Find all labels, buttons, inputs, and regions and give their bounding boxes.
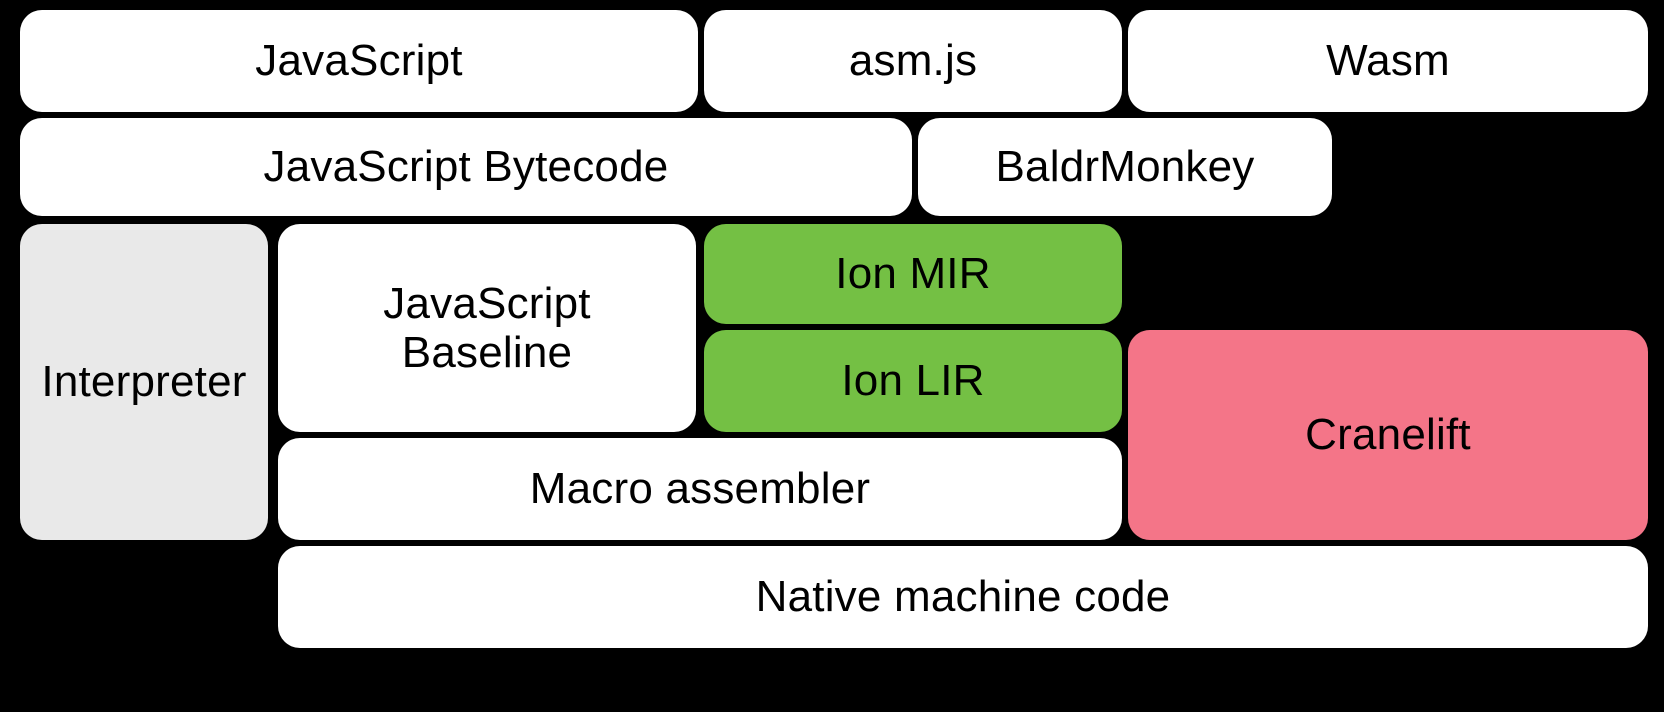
node-native-machine-code: Native machine code: [278, 546, 1648, 648]
node-baldrmonkey: BaldrMonkey: [918, 118, 1332, 216]
node-javascript-bytecode: JavaScript Bytecode: [20, 118, 912, 216]
node-macro-assembler: Macro assembler: [278, 438, 1122, 540]
node-ion-mir: Ion MIR: [704, 224, 1122, 324]
node-interpreter: Interpreter: [20, 224, 268, 540]
node-asm-js: asm.js: [704, 10, 1122, 112]
node-wasm: Wasm: [1128, 10, 1648, 112]
node-javascript: JavaScript: [20, 10, 698, 112]
node-javascript-baseline: JavaScript Baseline: [278, 224, 696, 432]
node-cranelift: Cranelift: [1128, 330, 1648, 540]
node-ion-lir: Ion LIR: [704, 330, 1122, 432]
